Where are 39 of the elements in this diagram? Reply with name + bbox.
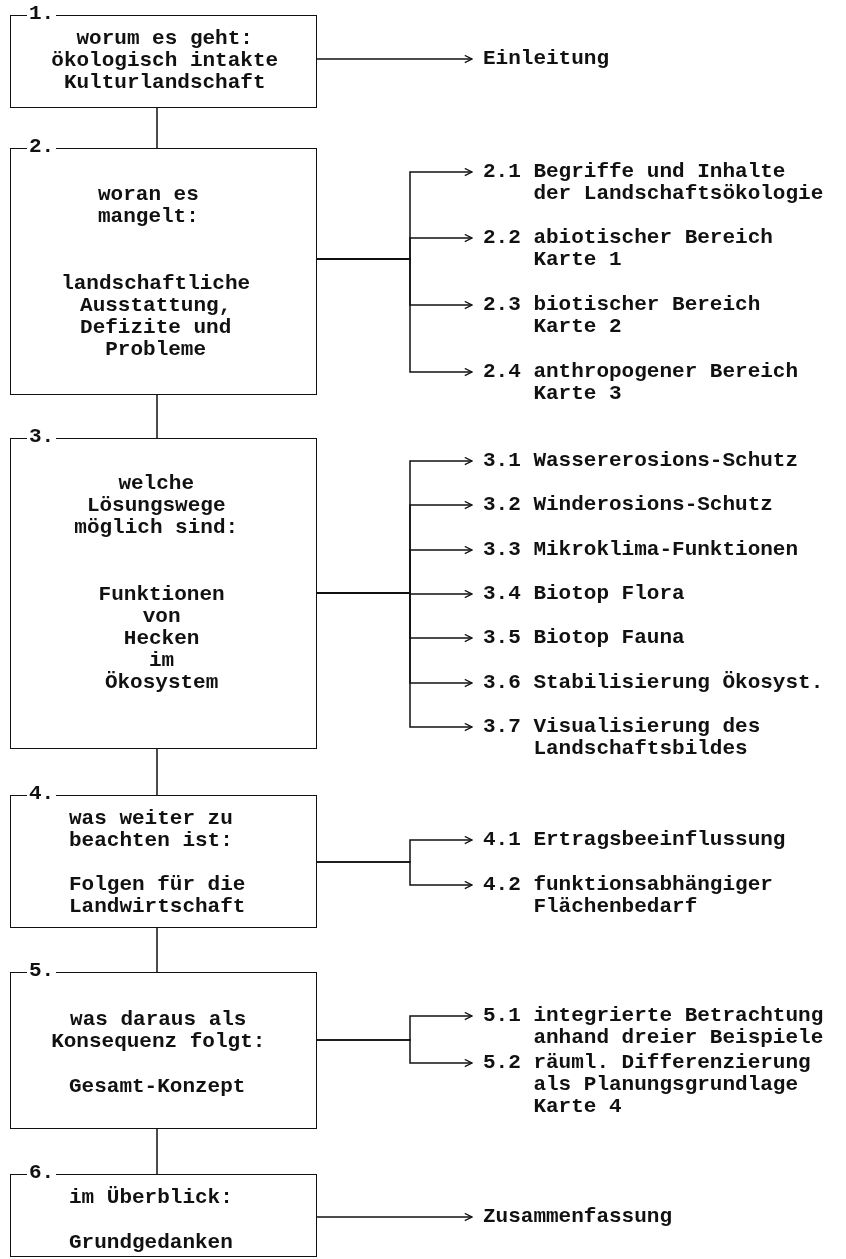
arrow — [316, 54, 473, 64]
chapter-entry: 3.7 Visualisierung des Landschaftsbildes — [472, 716, 830, 760]
chapter-entry: 3.4 Biotop Flora — [472, 583, 830, 605]
section-topic: Gesamt-Konzept — [69, 1076, 247, 1098]
chapter-entry: 5.2 räuml. Differenzierung als Planungsgrundlage Karte 4 — [472, 1052, 830, 1118]
chapter-entry: 2.2 abiotischer Bereich Karte 1 — [472, 227, 830, 271]
arrow — [316, 592, 473, 732]
connector-line — [156, 927, 158, 973]
chapter-entry: 3.6 Stabilisierung Ökosyst. — [472, 672, 830, 694]
section-question: was weiter zu beachten ist: — [69, 808, 234, 852]
arrow — [316, 258, 473, 377]
chapter-entry: 4.1 Ertragsbeeinflussung — [472, 829, 830, 851]
connector-line — [156, 107, 158, 149]
section-question: was daraus als Konsequenz folgt: — [50, 1009, 267, 1053]
chapter-entry: Zusammenfassung — [472, 1206, 830, 1228]
connector-line — [156, 1128, 158, 1175]
section-topic: Grundgedanken — [69, 1232, 234, 1254]
section-topic: Folgen für die Landwirtschaft — [69, 874, 247, 918]
section-question: worum es geht: ökologisch intakte Kulturlandschaft — [50, 28, 280, 94]
arrow — [316, 861, 473, 890]
connector-line — [156, 394, 158, 439]
section-topic: landschaftliche Ausstattung, Defizite und Probleme — [60, 273, 252, 361]
section-question: im Überblick: — [69, 1187, 234, 1209]
chapter-entry: 5.1 integrierte Betrachtung anhand dreier Beispiele — [472, 1005, 830, 1049]
chapter-entry: 2.4 anthropogener Bereich Karte 3 — [472, 361, 830, 405]
chapter-entry: 4.2 funktionsabhängiger Flächenbedarf — [472, 874, 830, 918]
chapter-entry: Einleitung — [472, 48, 830, 70]
chapter-entry: 2.3 biotischer Bereich Karte 2 — [472, 294, 830, 338]
arrow — [316, 1039, 473, 1068]
connector-line — [156, 748, 158, 796]
chapter-entry: 3.1 Wassererosions-Schutz — [472, 450, 830, 472]
section-question: woran es mangelt: — [98, 184, 200, 228]
arrow — [316, 1212, 473, 1222]
chapter-entry: 3.3 Mikroklima-Funktionen — [472, 539, 830, 561]
section-topic: Funktionen von Hecken im Ökosystem — [97, 584, 226, 694]
chapter-entry: 3.5 Biotop Fauna — [472, 627, 830, 649]
chapter-entry: 3.2 Winderosions-Schutz — [472, 494, 830, 516]
section-question: welche Lösungswege möglich sind: — [73, 473, 240, 539]
chapter-entry: 2.1 Begriffe und Inhalte der Landschaftsökologie — [472, 161, 830, 205]
